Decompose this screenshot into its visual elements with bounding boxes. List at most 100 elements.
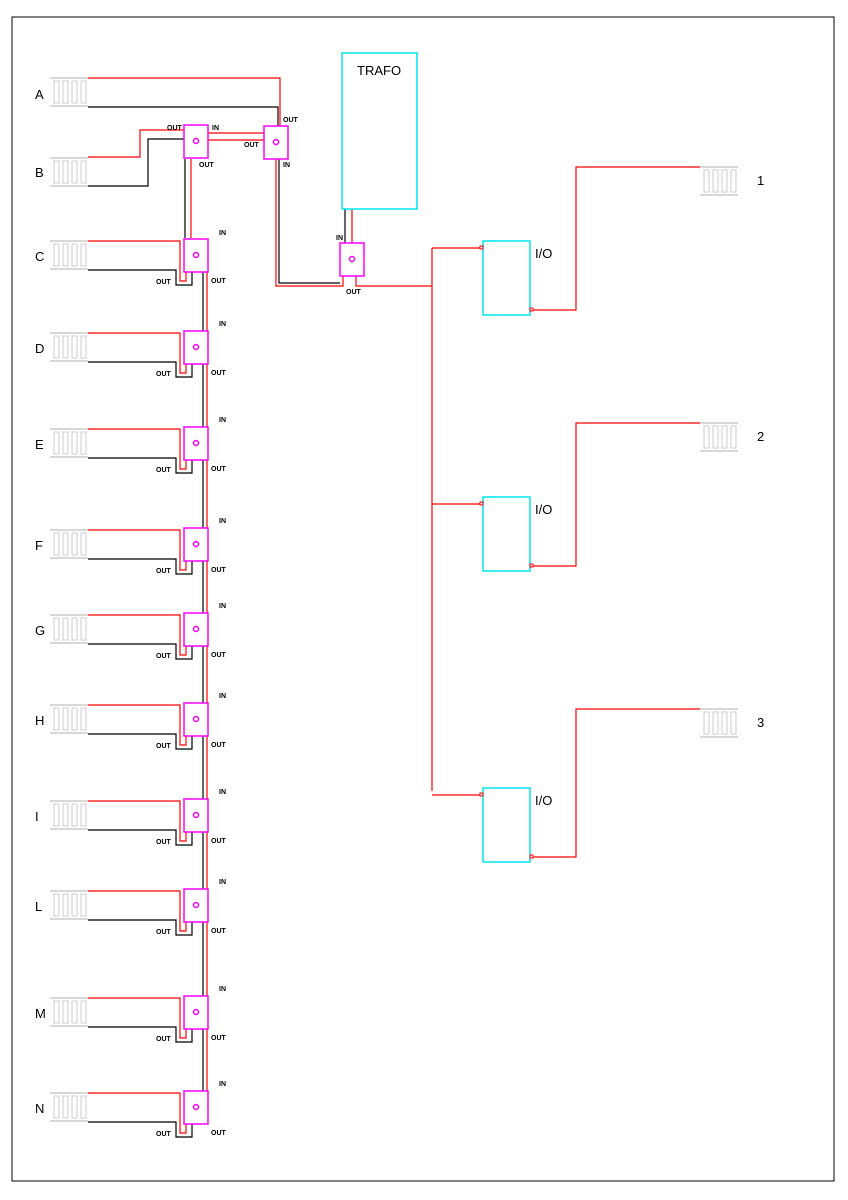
wire-b-signal [88,138,184,187]
io-label: I/O [535,793,552,808]
wire-zone-f-power [88,529,187,571]
components-layer [50,52,738,1125]
radiator-fin [71,243,78,267]
io-input-port [479,792,484,797]
port-label-out: OUT [156,743,172,750]
wire-zone-e-power [88,428,187,470]
wire-zone-d-power [88,332,187,374]
wire-zone-c-signal [88,269,193,286]
radiator-fin [80,803,87,827]
module-led-icon [192,1008,200,1016]
module-body [183,238,209,273]
port-label-out: OUT [283,117,299,124]
trafo-label: TRAFO [357,63,401,78]
port-label-out: OUT [211,1130,227,1137]
module-zone-e [183,426,209,461]
module-body [183,124,209,159]
module-body [263,125,289,160]
zone-label-i: I [35,809,39,824]
port-label-out: OUT [211,838,227,845]
radiator-fin [53,335,60,359]
wire-zone-m-power [88,997,187,1039]
radiator-fin [80,1095,87,1119]
port-label-out: OUT [244,142,260,149]
io-output-port [529,563,534,568]
zone-label-d: D [35,341,44,356]
wire-zone-d-signal [88,361,193,378]
radiator-fin [71,532,78,556]
wire-zone-h-power [88,704,187,746]
wire-zone-g-power [88,614,187,656]
port-label-out: OUT [156,929,172,936]
radiator-fin [62,532,69,556]
radiator-fin [71,160,78,184]
port-label-out: OUT [156,1036,172,1043]
radiator-zone-l [50,890,88,920]
port-label-in: IN [219,986,226,993]
wire-a-to-trafo-signal [278,159,340,284]
module-body [183,702,209,737]
wire-zone-i-power [88,800,187,842]
radiator-output-2 [700,422,738,452]
wire-zone-n-signal [88,1121,193,1138]
radiator-zone-g [50,614,88,644]
port-label-out: OUT [211,652,227,659]
zone-label-m: M [35,1006,46,1021]
module-led-icon [272,138,280,146]
module-zone-n [183,1090,209,1125]
radiator-zone-n [50,1092,88,1122]
port-label-out: OUT [211,567,227,574]
module-zone-g [183,612,209,647]
drawing-frame [11,16,835,1182]
module-trafo [339,242,365,277]
wire-a-signal [88,106,279,126]
radiator-output-1 [700,166,738,196]
radiator-fin [62,431,69,455]
radiator-fin [62,617,69,641]
radiator-fin [71,1000,78,1024]
radiator-fin [712,425,719,449]
radiator-fin [721,425,728,449]
radiator-fin [721,711,728,735]
wire-a-power [88,77,281,126]
radiator-fin [53,893,60,917]
module-zone-i [183,798,209,833]
port-label-in: IN [219,603,226,610]
module-body [339,242,365,277]
radiator-fin [62,80,69,104]
port-label-out: OUT [156,653,172,660]
zone-label-a: A [35,87,44,102]
port-label-in: IN [219,417,226,424]
module-led-icon [192,439,200,447]
wire-zone-c-power [88,240,187,282]
wire-zone-h-signal [88,733,193,750]
radiator-zone-i [50,800,88,830]
wire-zone-i-signal [88,829,193,846]
module-zone-h [183,702,209,737]
module-led-icon [192,251,200,259]
trafo-box [341,52,418,210]
port-label-out: OUT [211,278,227,285]
module-a [263,125,289,160]
wire-io-to-output-1 [533,166,700,311]
radiator-fin [62,893,69,917]
wire-io-to-output-2 [533,422,700,567]
port-label-out: OUT [156,839,172,846]
radiator-fin [53,617,60,641]
radiator-fin [53,1095,60,1119]
module-body [183,888,209,923]
module-led-icon [192,811,200,819]
wire-zone-l-signal [88,919,193,936]
zone-label-l: L [35,899,42,914]
zone-label-e: E [35,437,44,452]
radiator-zone-h [50,704,88,734]
io-module-1 [482,240,531,316]
module-body [183,798,209,833]
io-label: I/O [535,246,552,261]
module-zone-f [183,527,209,562]
module-body [183,1090,209,1125]
radiator-fin [703,711,710,735]
zone-label-c: C [35,249,44,264]
port-label-in: IN [219,321,226,328]
radiator-fin [62,1000,69,1024]
